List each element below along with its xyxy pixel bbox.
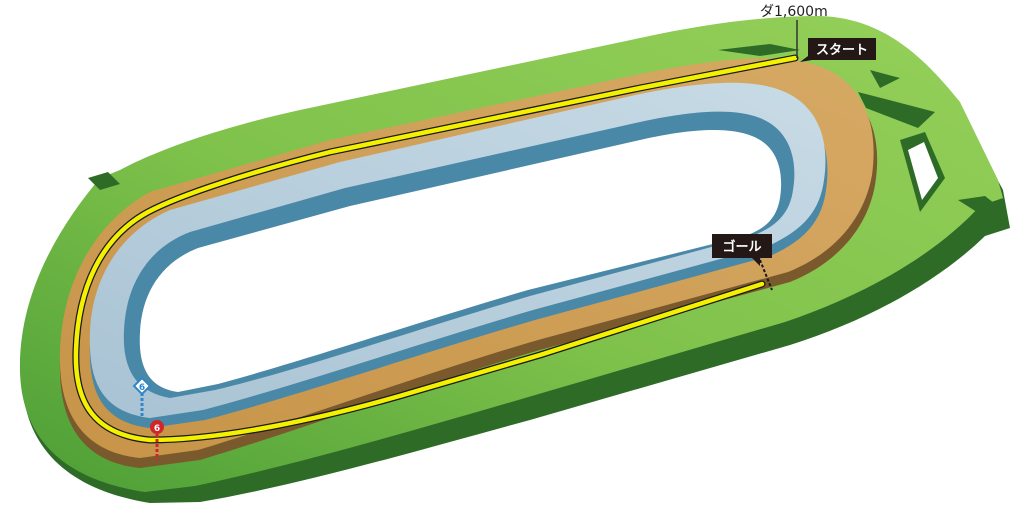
- grass-island-light: [908, 142, 938, 200]
- grass-island: [870, 70, 900, 88]
- furlong-marker-dirt-number: 6: [154, 424, 160, 434]
- race-route-line: [73, 55, 798, 443]
- furlong-marker-inner-number: 6: [139, 383, 145, 393]
- furlong-marker-dirt: 6: [150, 420, 164, 460]
- grass-notch: [958, 196, 1003, 214]
- distance-label: ダ1,600m: [760, 4, 828, 20]
- goal-line: [759, 259, 773, 291]
- infield: [139, 130, 782, 392]
- grass-island: [858, 92, 935, 128]
- grass-notch: [88, 172, 120, 190]
- start-label-text: スタート: [816, 43, 868, 58]
- goal-label: ゴール: [712, 234, 772, 266]
- grass-island: [718, 44, 800, 56]
- goal-label-text: ゴール: [722, 239, 761, 255]
- furlong-marker-inner: 6: [132, 376, 152, 418]
- start-label: スタート: [800, 38, 876, 62]
